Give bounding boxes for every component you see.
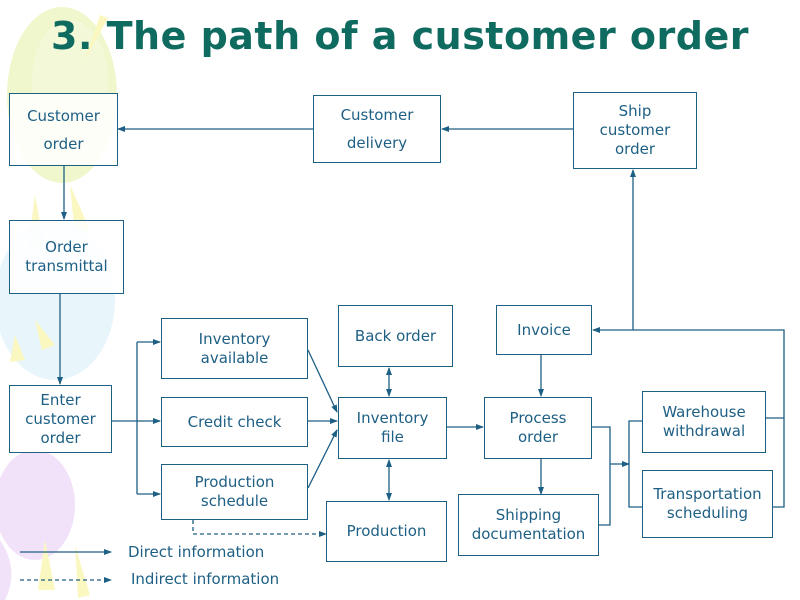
node-label: Process order [509,409,567,446]
arrow-production-schedule-to-file [307,429,338,489]
node-label: Customer order [27,106,100,153]
arrow-feedback-to-invoice [592,327,785,418]
node-transportation-scheduling: Transportation scheduling [642,470,773,538]
node-label: Back order [354,326,437,345]
node-label: Customer delivery [340,106,414,152]
node-process-order: Process order [484,397,592,459]
node-customer-delivery: Customer delivery [313,95,441,163]
arrow-inventory-available-to-file [307,349,338,413]
node-label: Enter customer order [25,390,96,447]
node-label: Transportation scheduling [653,485,762,522]
node-label: Shipping documentation [471,506,586,543]
node-label: Production schedule [194,473,275,510]
dashed-arrow-schedule-to-production [192,520,327,537]
line-warehouse-transport-to-invoice [766,417,785,508]
line-process-to-merge [591,426,611,526]
node-shipping-documentation: Shipping documentation [458,494,599,556]
purple-balloon-decoration [0,450,75,560]
node-inventory-available: Inventory available [161,318,308,379]
slide-title: 3. The path of a customer order [51,14,749,58]
node-inventory-file: Inventory file [338,397,447,459]
node-warehouse-withdrawal: Warehouse withdrawal [642,391,766,453]
node-label: Ship customer order [599,102,671,158]
node-label: Warehouse withdrawal [662,403,746,440]
legend-direct-label: Direct information [128,543,265,561]
node-invoice: Invoice [496,305,592,355]
node-ship-customer-order: Ship customer order [573,92,697,169]
yellow-ray-decoration [38,540,55,590]
node-order-transmittal: Order transmittal [9,220,124,294]
node-label: Inventory file [356,409,429,446]
legend-indirect-label: Indirect information [131,570,280,588]
node-label: Invoice [517,320,571,339]
node-label: Credit check [187,412,282,431]
line-bracket-warehouse-transport [628,420,642,508]
node-production-schedule: Production schedule [161,464,308,520]
node-label: Order transmittal [25,238,108,275]
node-label: Production [346,522,427,540]
node-enter-customer-order: Enter customer order [9,385,112,453]
node-production: Production [326,501,447,562]
node-credit-check: Credit check [161,397,308,447]
node-back-order: Back order [338,305,453,367]
node-label: Inventory available [198,329,271,367]
node-customer-order: Customer order [9,93,118,166]
